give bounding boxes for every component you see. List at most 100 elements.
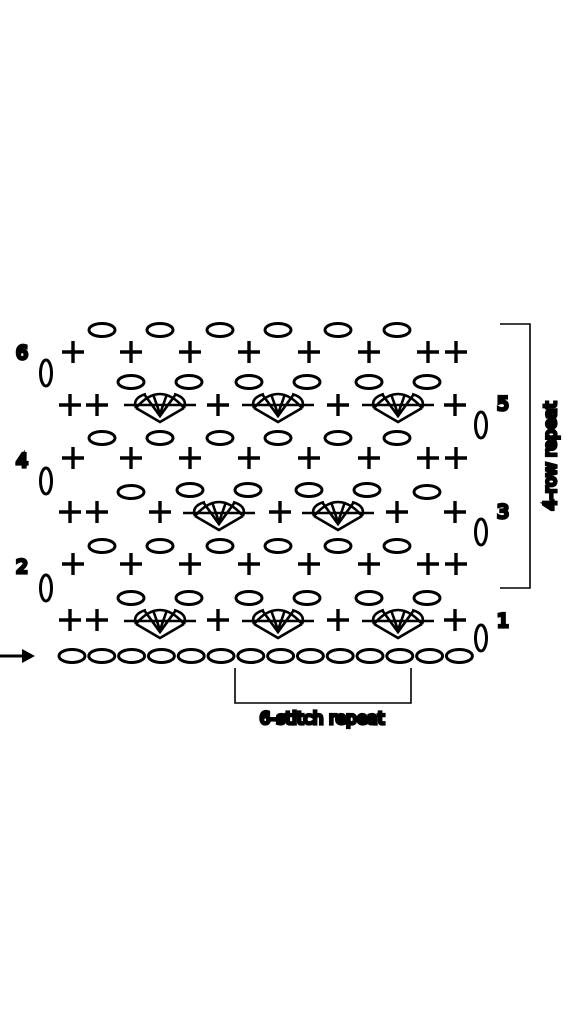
row-number-1: 1 <box>497 610 509 632</box>
turning-chain-icon <box>474 517 488 547</box>
chain-stitch-icon <box>382 322 412 338</box>
single-crochet-icon <box>62 447 84 469</box>
chain-stitch-icon <box>263 322 293 338</box>
single-crochet-icon <box>327 609 349 631</box>
shell-stitch-icon <box>354 590 442 640</box>
single-crochet-icon <box>444 394 466 416</box>
shell-stitch-icon <box>234 590 322 640</box>
row-number-3: 3 <box>497 501 509 523</box>
single-crochet-icon <box>298 553 320 575</box>
single-crochet-icon <box>445 447 467 469</box>
chain-stitch-icon <box>87 538 117 554</box>
single-crochet-icon <box>269 501 291 523</box>
single-crochet-icon <box>179 341 201 363</box>
row-number-4: 4 <box>16 450 28 472</box>
chain-stitch-icon <box>116 484 146 500</box>
stitch-repeat-bracket <box>234 668 412 704</box>
single-crochet-icon <box>238 341 260 363</box>
chain-stitch-icon <box>87 322 117 338</box>
single-crochet-icon <box>207 394 229 416</box>
single-crochet-icon <box>386 501 408 523</box>
chain-stitch-icon <box>355 648 385 664</box>
row-repeat-bracket <box>500 323 531 589</box>
chain-stitch-icon <box>444 648 474 664</box>
turning-chain-icon <box>474 623 488 653</box>
single-crochet-icon <box>417 341 439 363</box>
single-crochet-icon <box>238 447 260 469</box>
chain-stitch-icon <box>206 648 236 664</box>
chain-stitch-icon <box>117 648 147 664</box>
chain-stitch-icon <box>236 648 266 664</box>
single-crochet-icon <box>59 501 81 523</box>
shell-stitch-icon <box>116 374 204 424</box>
single-crochet-icon <box>298 447 320 469</box>
single-crochet-icon <box>120 447 142 469</box>
single-crochet-icon <box>445 341 467 363</box>
chain-stitch-icon <box>295 648 325 664</box>
single-crochet-icon <box>179 553 201 575</box>
single-crochet-icon <box>120 341 142 363</box>
turning-chain-icon <box>39 358 53 388</box>
shell-stitch-icon <box>234 374 322 424</box>
single-crochet-icon <box>444 501 466 523</box>
chain-stitch-icon <box>412 484 442 500</box>
chain-stitch-icon <box>145 430 175 446</box>
chain-stitch-icon <box>57 648 87 664</box>
row-number-6: 6 <box>16 342 28 364</box>
chain-stitch-icon <box>323 430 353 446</box>
chain-stitch-icon <box>382 538 412 554</box>
turning-chain-icon <box>39 573 53 603</box>
turning-chain-icon <box>474 410 488 440</box>
start-arrow-icon <box>0 649 35 663</box>
shell-stitch-icon <box>116 590 204 640</box>
chain-stitch-icon <box>145 322 175 338</box>
single-crochet-icon <box>238 553 260 575</box>
single-crochet-icon <box>207 609 229 631</box>
single-crochet-icon <box>444 609 466 631</box>
single-crochet-icon <box>445 553 467 575</box>
row-number-5: 5 <box>497 393 509 415</box>
chain-stitch-icon <box>205 322 235 338</box>
chain-stitch-icon <box>415 648 445 664</box>
single-crochet-icon <box>327 394 349 416</box>
chain-stitch-icon <box>176 648 206 664</box>
chain-stitch-icon <box>205 430 235 446</box>
single-crochet-icon <box>62 341 84 363</box>
shell-stitch-icon <box>294 482 382 532</box>
chain-stitch-icon <box>263 430 293 446</box>
single-crochet-icon <box>417 553 439 575</box>
single-crochet-icon <box>417 447 439 469</box>
single-crochet-icon <box>358 447 380 469</box>
single-crochet-icon <box>358 553 380 575</box>
chain-stitch-icon <box>205 538 235 554</box>
chain-stitch-icon <box>266 648 296 664</box>
chain-stitch-icon <box>87 430 117 446</box>
chain-stitch-icon <box>87 648 117 664</box>
single-crochet-icon <box>62 553 84 575</box>
chain-stitch-icon <box>323 538 353 554</box>
single-crochet-icon <box>179 447 201 469</box>
single-crochet-icon <box>358 341 380 363</box>
stitch-repeat-label: 6-stitch repeat <box>260 709 385 729</box>
chain-stitch-icon <box>323 322 353 338</box>
chain-stitch-icon <box>385 648 415 664</box>
chain-stitch-icon <box>382 430 412 446</box>
single-crochet-icon <box>298 341 320 363</box>
single-crochet-icon <box>86 609 108 631</box>
chain-stitch-icon <box>146 648 176 664</box>
chain-stitch-icon <box>325 648 355 664</box>
single-crochet-icon <box>120 553 142 575</box>
single-crochet-icon <box>149 501 171 523</box>
chain-stitch-icon <box>145 538 175 554</box>
chain-stitch-icon <box>263 538 293 554</box>
single-crochet-icon <box>59 609 81 631</box>
single-crochet-icon <box>86 501 108 523</box>
row-repeat-label: 4-row repeat <box>541 401 561 510</box>
row-number-2: 2 <box>16 556 28 578</box>
shell-stitch-icon <box>175 482 263 532</box>
turning-chain-icon <box>39 466 53 496</box>
single-crochet-icon <box>59 394 81 416</box>
stitch-grid <box>39 322 488 664</box>
